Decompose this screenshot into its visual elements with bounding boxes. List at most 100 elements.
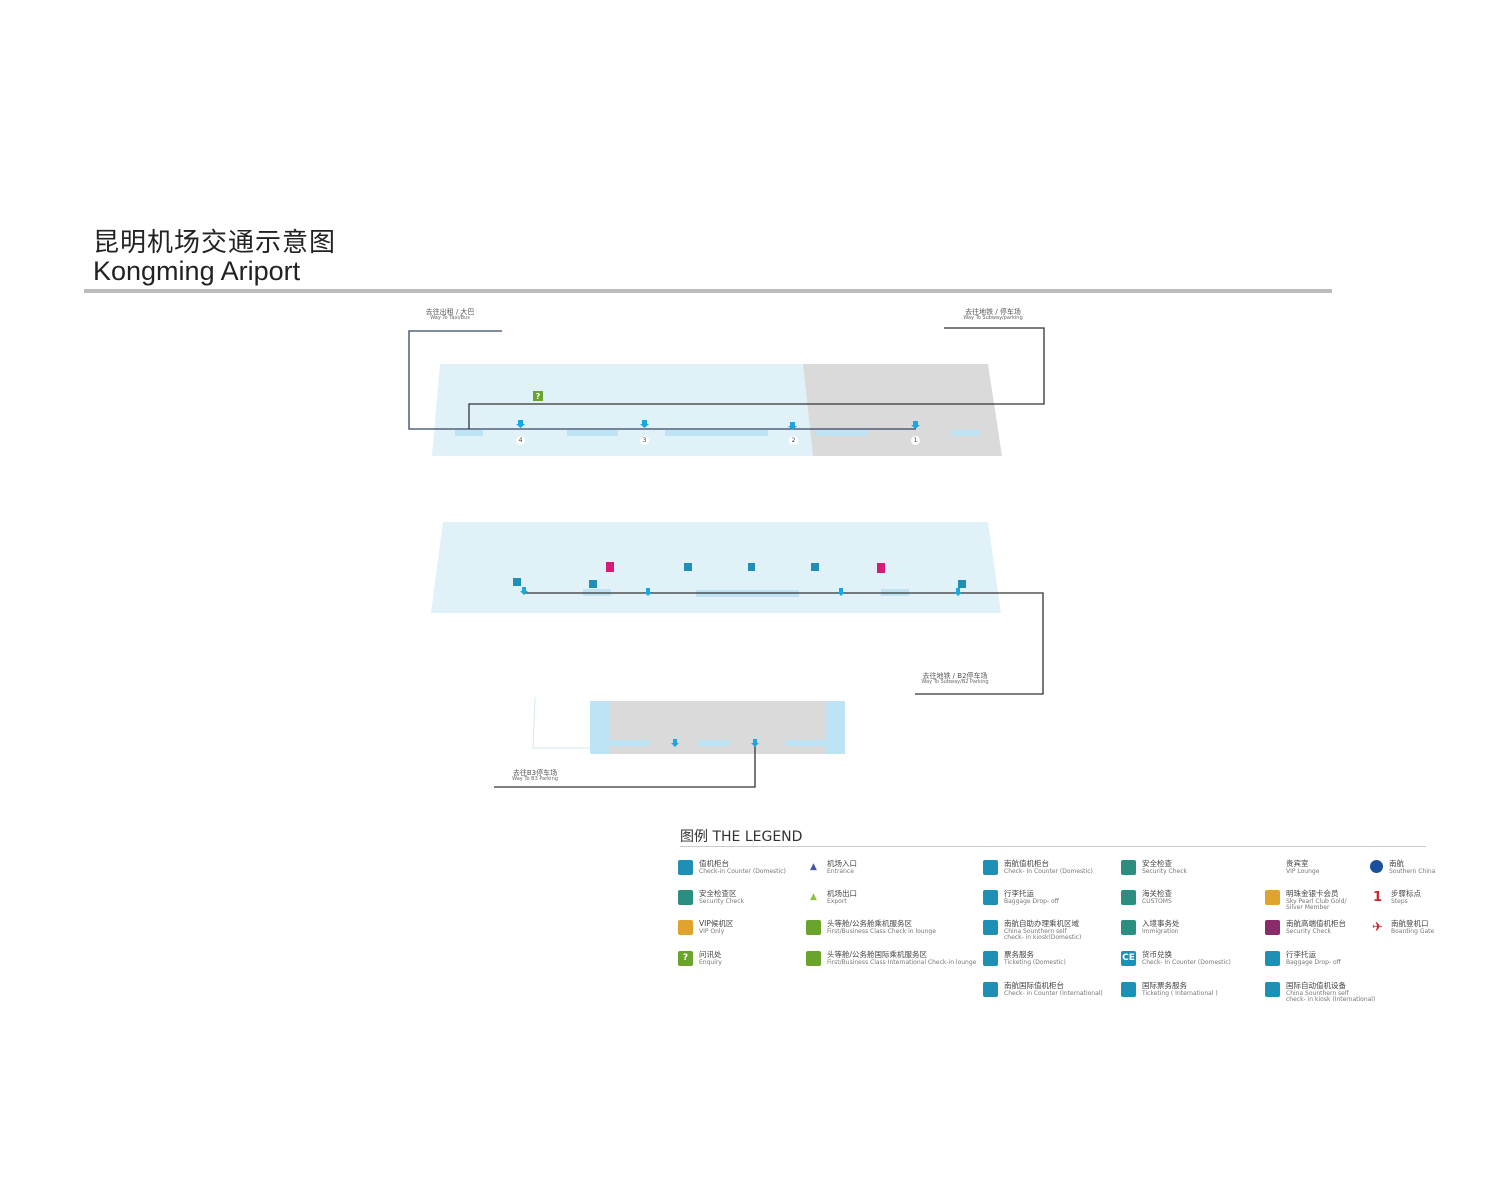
intl-kiosk-icon [1265,982,1280,997]
floor-upper-gray-zone [803,364,1002,456]
premium-checkin-icon [1265,920,1280,935]
legend-label-cn: 头等舱/公务舱国际乘机服务区 [827,950,928,959]
floor-middle-zone [431,522,1001,613]
route-subway-b2 [524,592,1044,695]
enquiry-icon: ? [678,951,693,966]
legend-label-cn: 行李托运 [1286,950,1316,959]
legend-label-en: Check-in Counter (Domestic) [699,867,786,875]
legend-label-cn: 国际自动值机设备 [1286,981,1346,990]
legend-label-cn: 机场入口 [827,859,857,868]
legend-label-en: Steps [1391,897,1408,905]
legend-label-en: Southern China [1389,867,1436,875]
baggage-icon [1265,951,1280,966]
exit-number: 3 [640,436,649,445]
legend-label-en: Enquiry [699,958,722,966]
route-taxi-bus [408,330,916,430]
title-divider [84,289,1332,293]
currency-exchange-icon: CE [1121,951,1136,966]
legend-label-en: Security Check [1286,927,1332,935]
legend-label-cn: 头等舱/公务舱乘机服务区 [827,919,913,928]
legend-label-en: Ticketing (Domestic) [1004,958,1066,966]
plane-icon: ✈ [1372,920,1383,935]
route-b3-parking [494,745,756,788]
intl-ticketing-icon [1121,982,1136,997]
first-class-intl-lounge-icon [806,951,821,966]
cs-checkin-icon [983,860,998,875]
customs-icon [1121,890,1136,905]
vip-area-icon [678,920,693,935]
legend-label-cn: 贵宾室 [1286,859,1309,868]
legend-label-en: China Sounthern self check- in kiosk(Dom… [1004,927,1082,941]
legend-label-en: VIP Lounge [1286,867,1320,875]
legend-label-cn: 南航登机口 [1391,919,1429,928]
legend-label-en: Check- In Counter (Domestic) [1004,867,1093,875]
floor-upper-zone [432,364,815,456]
legend-label-cn: VIP候机区 [699,919,734,928]
exit-number: 1 [911,436,920,445]
legend-label-cn: 入境事务处 [1142,919,1180,928]
legend-label-en: Baggage Drop- off [1286,958,1341,966]
legend-label-cn: 值机柜台 [699,859,729,868]
legend-label-cn: 南航 [1389,859,1404,868]
immigration-icon [1121,920,1136,935]
step-marker-icon: 1 [1372,890,1383,905]
enquiry-icon [533,391,543,401]
legend-label-en: China Sounthern self check- in kiosk (In… [1286,989,1376,1003]
legend-label-en: CUSTOMS [1142,897,1172,905]
legend-label-en: First/Business Class Check in lounge [827,927,936,935]
exit-arrows [516,420,920,430]
first-class-lounge-icon [806,920,821,935]
legend-label-en: Check- in Counter (International) [1004,989,1103,997]
legend-label-en: Security Check [699,897,745,905]
china-southern-logo-icon [1370,860,1383,873]
legend-label-en: Boarding Gate [1391,927,1435,935]
legend-label-cn: 安全检查区 [699,889,737,898]
legend-label-cn: 明珠金银卡会员 [1286,889,1339,898]
legend-label-en: Sky Pearl Club Gold/ Silver Member [1286,897,1347,911]
legend-label-cn: 货币兑换 [1142,950,1172,959]
legend-label-en: First/Business Class International Check… [827,958,977,966]
legend-divider [680,846,1426,847]
cs-intl-checkin-icon [983,982,998,997]
legend-label-en: Baggage Drop- off [1004,897,1059,905]
exit-number: 2 [789,436,798,445]
legend-label-cn: 南航国际值机柜台 [1004,981,1064,990]
legend-label-cn: 南航值机柜台 [1004,859,1049,868]
security-area-icon [678,890,693,905]
page-title-en: Kongming Ariport [93,256,301,286]
legend-label-cn: 问讯处 [699,950,722,959]
legend-label-en: Security Check [1142,867,1188,875]
legend-label-cn: 海关检查 [1142,889,1172,898]
page-title-cn: 昆明机场交通示意图 [93,228,337,258]
entrance-icon: ▲ [810,862,817,872]
legend-label-cn: 步骤标点 [1391,889,1421,898]
kiosk-icons [513,563,966,588]
ticketing-icon [983,951,998,966]
